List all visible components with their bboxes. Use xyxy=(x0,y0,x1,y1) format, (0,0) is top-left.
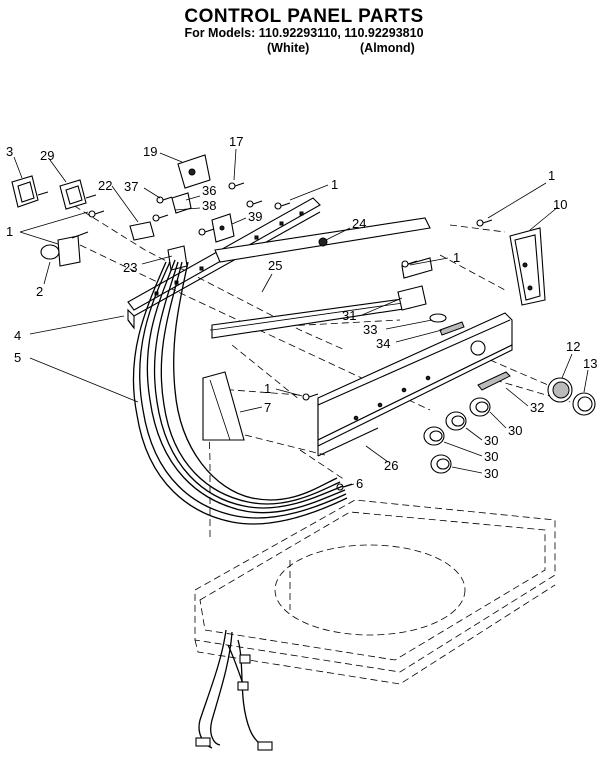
callout-3: 3 xyxy=(6,144,13,159)
connector-part-23 xyxy=(167,245,188,271)
callout-7: 7 xyxy=(264,400,271,415)
switch-part-29 xyxy=(59,179,97,210)
trim-bar-part-25 xyxy=(211,297,411,339)
callout-24: 24 xyxy=(352,216,366,231)
knob xyxy=(423,426,445,446)
callout-19: 19 xyxy=(143,144,157,159)
callout-13: 13 xyxy=(583,356,597,371)
timer-part-39 xyxy=(211,213,235,243)
lamp-part-33 xyxy=(429,313,447,323)
dashed-assembly-lines xyxy=(64,199,571,540)
callout-5: 5 xyxy=(14,350,21,365)
relay-part-36 xyxy=(171,192,192,214)
callout-30: 30 xyxy=(484,433,498,448)
callout-33: 33 xyxy=(363,322,377,337)
cap-part-13 xyxy=(572,392,596,416)
callout-10: 10 xyxy=(553,197,567,212)
callout-17: 17 xyxy=(229,134,243,149)
callout-30: 30 xyxy=(484,449,498,464)
callout-30: 30 xyxy=(508,423,522,438)
variant-white-label: (White) xyxy=(267,41,310,55)
callout-39: 39 xyxy=(248,209,262,224)
callout-32: 32 xyxy=(530,400,544,415)
page-title: CONTROL PANEL PARTS xyxy=(184,6,424,27)
knob xyxy=(469,397,491,417)
callout-numbers: 3 29 19 17 1 1 10 22 37 36 38 39 24 1 1 … xyxy=(6,134,597,491)
clip-part-22 xyxy=(129,221,155,241)
leader-lines xyxy=(13,148,589,488)
callout-26: 26 xyxy=(384,458,398,473)
switch-part-3 xyxy=(11,175,49,208)
callout-30: 30 xyxy=(484,466,498,481)
callout-1: 1 xyxy=(548,168,555,183)
callout-31: 31 xyxy=(342,308,356,323)
callout-2: 2 xyxy=(36,284,43,299)
callout-1: 1 xyxy=(331,177,338,192)
callout-37: 37 xyxy=(124,179,138,194)
callout-23: 23 xyxy=(123,260,137,275)
variant-almond-label: (Almond) xyxy=(360,41,415,55)
side-panel-part-7 xyxy=(202,371,245,441)
callout-1: 1 xyxy=(453,250,460,265)
spacer-part-34 xyxy=(439,321,465,336)
callout-36: 36 xyxy=(202,183,216,198)
bracket-part-31 xyxy=(397,257,433,311)
callout-22: 22 xyxy=(98,178,112,193)
washer-top-outline xyxy=(194,499,556,685)
knob xyxy=(445,411,467,431)
callout-4: 4 xyxy=(14,328,21,343)
callout-34: 34 xyxy=(376,336,390,351)
callout-25: 25 xyxy=(268,258,282,273)
knob xyxy=(430,454,452,474)
callout-1: 1 xyxy=(264,381,271,396)
callout-1: 1 xyxy=(6,224,13,239)
knob-part-12 xyxy=(547,377,573,403)
bracket-part-19 xyxy=(177,154,211,189)
console-front-panel xyxy=(317,312,513,457)
callout-6: 6 xyxy=(356,476,363,491)
callout-12: 12 xyxy=(566,339,580,354)
callout-38: 38 xyxy=(202,198,216,213)
wire-harness-part-5 xyxy=(132,259,348,751)
pressure-switch-part-2 xyxy=(40,231,89,267)
knobs-part-30 xyxy=(423,397,491,474)
end-cap-part-10 xyxy=(509,227,546,306)
models-line: For Models: 110.92293110, 110.92293810 xyxy=(184,26,424,40)
callout-29: 29 xyxy=(40,148,54,163)
